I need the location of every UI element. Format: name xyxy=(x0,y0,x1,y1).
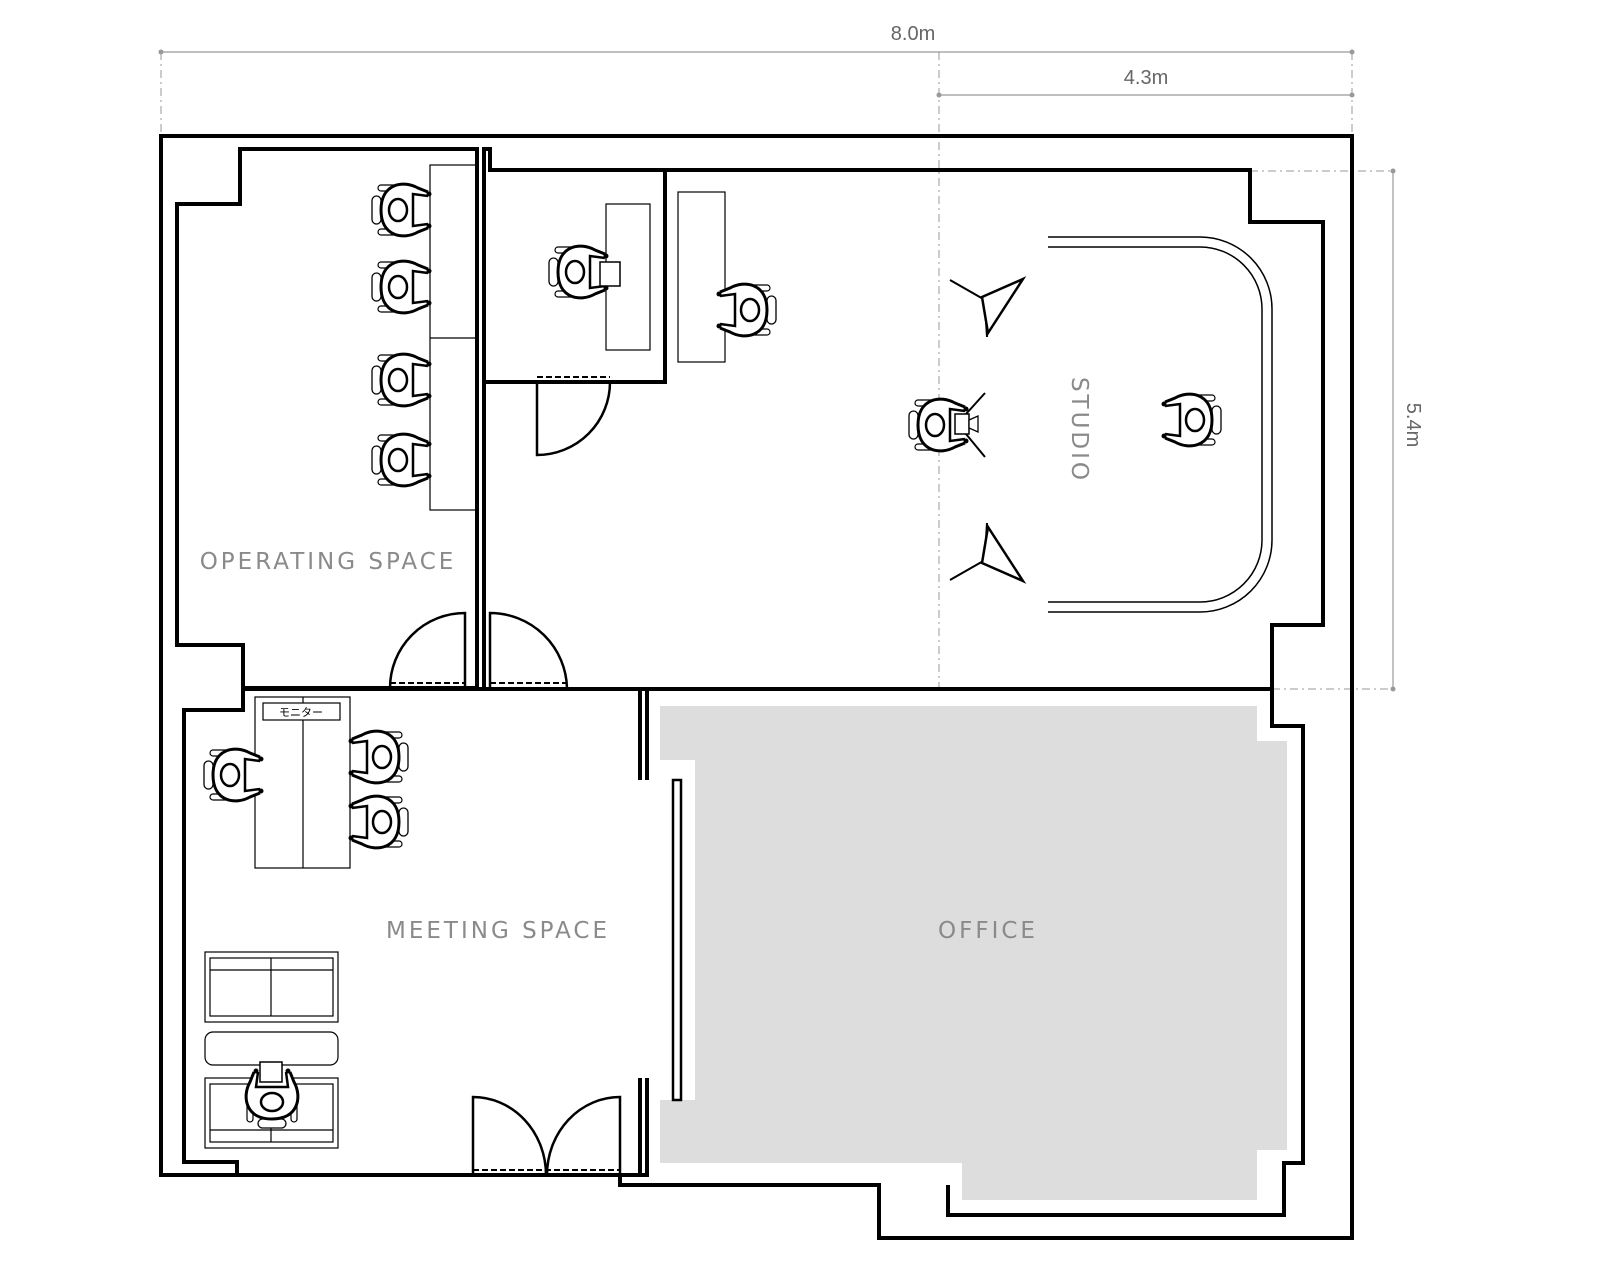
person-icon xyxy=(370,182,433,238)
person-icon xyxy=(202,747,265,803)
monitor-label: モニター xyxy=(279,706,323,719)
person-icon xyxy=(370,432,433,488)
office-floor xyxy=(660,706,1287,1200)
room-label-operating: OPERATING SPACE xyxy=(200,549,457,575)
dimension-total-width: 8.0m xyxy=(891,23,935,45)
person-icon xyxy=(370,352,433,408)
room-label-office: OFFICE xyxy=(938,918,1038,944)
person-icon xyxy=(370,259,433,315)
dimension-studio-depth: 5.4m xyxy=(1402,403,1424,447)
studio-stage xyxy=(1048,236,1273,613)
light-stand-icon xyxy=(948,277,1025,339)
light-stand-icon xyxy=(948,521,1025,583)
laptop-icon xyxy=(599,261,621,287)
person-icon xyxy=(1160,392,1223,448)
person-icon xyxy=(347,794,410,850)
room-label-studio: STUDIO xyxy=(1066,377,1092,483)
room-label-meeting: MEETING SPACE xyxy=(386,918,610,944)
camera-icon xyxy=(954,413,970,435)
monitor xyxy=(262,702,341,721)
people xyxy=(202,182,1223,1130)
doors xyxy=(388,376,622,1177)
person-icon xyxy=(715,282,778,338)
person-icon xyxy=(347,729,410,785)
coffee-table xyxy=(204,1031,339,1066)
laptop-icon xyxy=(259,1061,283,1083)
studio-side-desk xyxy=(677,191,726,363)
walls xyxy=(159,134,1354,1240)
dimension-studio-width: 4.3m xyxy=(1124,67,1168,89)
glass-partition xyxy=(671,778,683,1102)
sofa-top xyxy=(204,951,339,1023)
dimension-lines xyxy=(158,49,1396,692)
